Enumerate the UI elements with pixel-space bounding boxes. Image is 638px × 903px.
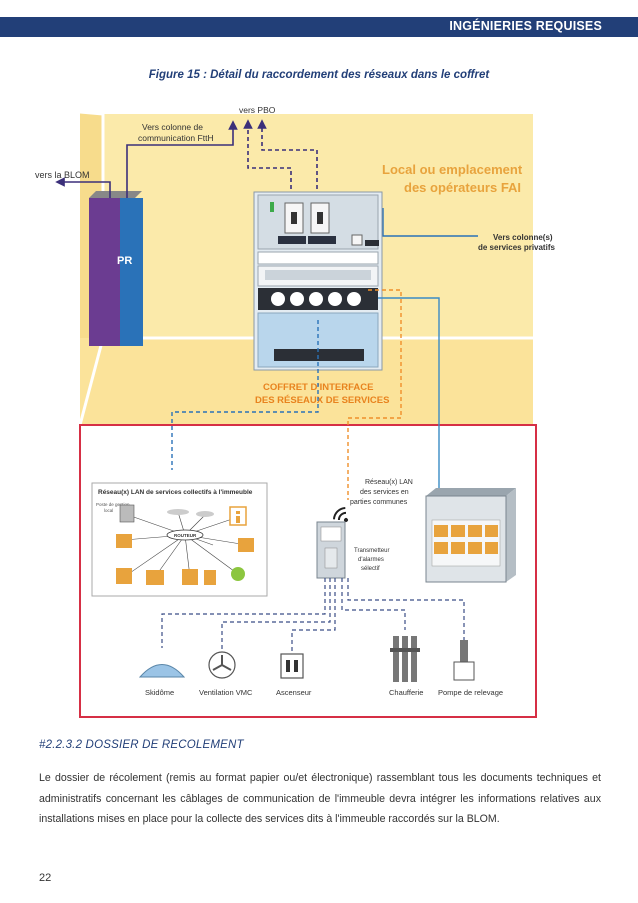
ftth-line — [126, 120, 238, 198]
skydome-icon — [138, 664, 186, 678]
network-diagram: PR vers la BLOM Vers colonne de communic… — [35, 105, 555, 718]
transmetteur-line — [347, 289, 402, 500]
poste-label-2: local — [104, 508, 113, 513]
location-icon — [231, 567, 245, 581]
figure-caption: Figure 15 : Détail du raccordement des r… — [148, 69, 490, 81]
lighting-icon — [116, 568, 132, 584]
fai-title-2: des opérateurs FAI — [404, 180, 521, 195]
boiler-icon — [390, 636, 420, 682]
elevator-icon — [280, 653, 304, 679]
alarm-icon — [146, 570, 164, 585]
lan-collectif-label: Réseau(x) LAN de services collectifs à l… — [98, 489, 253, 496]
equipment-lines — [161, 578, 465, 655]
equipment-label-vmc: Ventilation VMC — [199, 688, 253, 697]
panel-line — [378, 297, 440, 490]
keypad-icon — [182, 569, 198, 585]
fai-title-1: Local ou emplacement — [382, 162, 523, 177]
lan-communes-label-1: Réseau(x) LAN — [365, 479, 413, 486]
lan-communes-label-3: parties communes — [350, 499, 408, 506]
transmetteur-label-1: Transmetteur — [354, 548, 389, 554]
vers-pbo-label: vers PBO — [239, 105, 276, 115]
poste-gestion-icon — [119, 504, 135, 523]
lan-communes-label-2: des services en — [360, 489, 409, 496]
equipment-label-chaufferie: Chaufferie — [389, 688, 423, 697]
transmetteur-device — [316, 521, 346, 579]
body-paragraph: Le dossier de récolement (remis au forma… — [39, 772, 601, 826]
meter-icon — [204, 570, 216, 585]
transmetteur-label-2: d'alarmes — [358, 557, 384, 563]
chart-icon — [116, 534, 132, 548]
pr-label: PR — [117, 255, 132, 267]
lan-collectif-line — [171, 320, 319, 470]
page-number: 22 — [39, 872, 52, 884]
equipment-label-ascenseur: Ascenseur — [276, 688, 312, 697]
pbo-line-1 — [243, 119, 292, 210]
transmetteur-label-3: sélectif — [361, 566, 380, 572]
section-heading: #2.2.3.2 DOSSIER DE RECOLEMENT — [39, 739, 244, 751]
equipment-label-pompe: Pompe de relevage — [438, 688, 503, 697]
fan-icon — [208, 651, 236, 679]
header-title: INGÉNIERIES REQUISES — [449, 19, 602, 33]
vers-blom-label: vers la BLOM — [35, 170, 90, 180]
coffret-rack — [253, 191, 383, 371]
poste-label-1: Poste de gestion — [96, 502, 130, 507]
prives-line — [382, 208, 478, 237]
pr-cabinet: PR — [89, 191, 143, 346]
routeur-label: ROUTEUR — [174, 533, 197, 538]
parking-icon — [238, 538, 254, 552]
coffret-title-2: DES RÉSEAUX DE SERVICES — [255, 395, 389, 406]
services-panel — [425, 488, 516, 583]
blom-line — [55, 177, 111, 198]
lan-collectif-box: Réseau(x) LAN de services collectifs à l… — [91, 482, 268, 597]
colonne-ftth-label-2: communication FttH — [138, 133, 214, 143]
wifi-icon — [332, 506, 348, 522]
header-bar — [0, 17, 638, 37]
coffret-title-1: COFFRET D'INTERFACE — [263, 382, 373, 393]
equipment-label-skidome: Skidôme — [145, 688, 174, 697]
colonne-ftth-label-1: Vers colonne de — [142, 122, 203, 132]
colonne-prives-label-1: Vers colonne(s) — [493, 233, 553, 242]
colonne-prives-label-2: de services privatifs — [478, 243, 555, 252]
services-zone — [79, 424, 537, 718]
pbo-line-2 — [257, 119, 318, 210]
pump-icon — [453, 640, 475, 681]
